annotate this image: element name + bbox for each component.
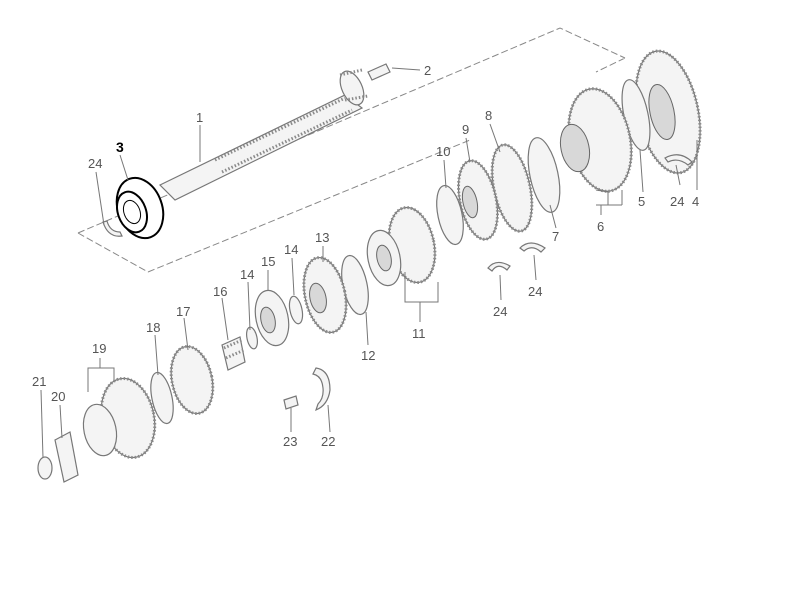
- label-19: 19: [92, 341, 106, 356]
- bearing-highlighted[interactable]: [109, 171, 172, 244]
- fork-22[interactable]: [312, 367, 331, 412]
- label-24-mid-2: 24: [493, 304, 507, 319]
- needle-bearing-16[interactable]: [221, 336, 246, 371]
- ring-10[interactable]: [432, 183, 468, 247]
- label-14-lower: 14: [240, 267, 254, 282]
- synchro-ring-18[interactable]: [147, 370, 177, 425]
- label-15: 15: [261, 254, 275, 269]
- label-4: 4: [692, 194, 699, 209]
- label-11: 11: [412, 326, 426, 341]
- label-13: 13: [315, 230, 329, 245]
- label-24-right: 24: [670, 194, 684, 209]
- snap-ring-left[interactable]: [102, 220, 123, 237]
- bearing-15[interactable]: [251, 287, 294, 348]
- label-21: 21: [32, 374, 46, 389]
- label-10: 10: [436, 144, 450, 159]
- label-2: 2: [424, 63, 431, 78]
- label-20: 20: [51, 389, 65, 404]
- label-14-upper: 14: [284, 242, 298, 257]
- shaft-end-pin[interactable]: [367, 63, 391, 81]
- label-24-left: 24: [88, 156, 102, 171]
- washer-14-upper[interactable]: [287, 295, 305, 325]
- label-23: 23: [283, 434, 297, 449]
- part-labels: 1 2 3 24 4 24 5 6 7 8 9 10 24 24 11 12 1…: [32, 63, 699, 449]
- label-12: 12: [361, 348, 375, 363]
- synchro-hub-11[interactable]: [363, 203, 442, 288]
- label-5: 5: [638, 194, 645, 209]
- snap-ring-mid-2[interactable]: [487, 261, 511, 272]
- label-17: 17: [176, 304, 190, 319]
- label-8: 8: [485, 108, 492, 123]
- label-6: 6: [597, 219, 604, 234]
- main-shaft[interactable]: [158, 67, 369, 201]
- label-7: 7: [552, 229, 559, 244]
- assembly-frame: [77, 27, 626, 273]
- label-18: 18: [146, 320, 160, 335]
- snap-ring-right-upper[interactable]: [664, 154, 693, 166]
- label-16: 16: [213, 284, 227, 299]
- label-24-mid-1: 24: [528, 284, 542, 299]
- gear-6[interactable]: [556, 83, 640, 197]
- label-22: 22: [321, 434, 335, 449]
- plate-20[interactable]: [54, 431, 79, 483]
- label-1: 1: [196, 110, 203, 125]
- gear-13[interactable]: [298, 254, 353, 337]
- leader-lines: [40, 67, 698, 459]
- label-9: 9: [462, 122, 469, 137]
- nut-21[interactable]: [37, 456, 53, 480]
- gear-17[interactable]: [165, 343, 218, 418]
- synchro-hub-19[interactable]: [79, 373, 162, 462]
- washer-14-lower[interactable]: [245, 326, 259, 350]
- label-3-highlighted: 3: [116, 139, 124, 155]
- snap-ring-mid-1[interactable]: [519, 242, 546, 253]
- bolt-23[interactable]: [283, 395, 299, 410]
